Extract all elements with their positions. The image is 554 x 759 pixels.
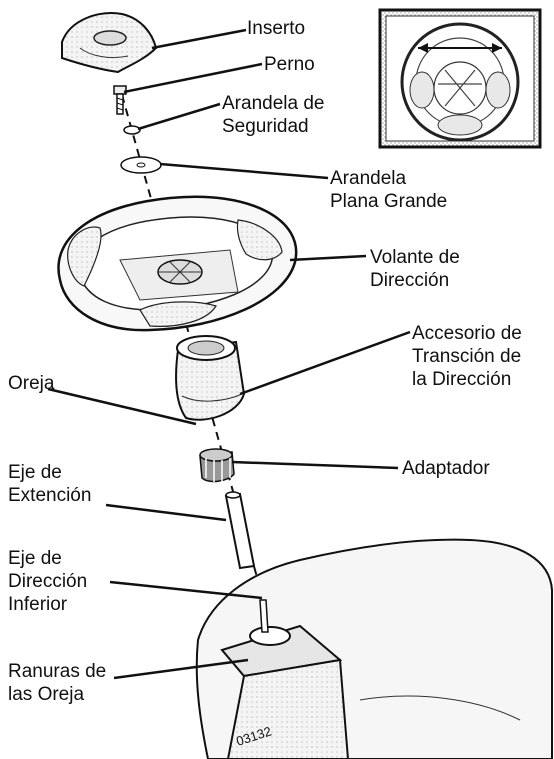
leader-arandela-plana [159, 162, 329, 180]
label-perno: Perno [264, 54, 315, 75]
label-ranuras: Ranuras de las Oreja [8, 661, 107, 705]
label-eje-direccion: Eje de Dirección Inferior [8, 548, 88, 615]
label-arandela-plana: Arandela Plana Grande [330, 168, 448, 212]
adapter-part [199, 448, 235, 483]
leader-eje-extension [105, 503, 227, 522]
lock-washer-part [123, 125, 141, 135]
label-oreja: Oreja [8, 373, 55, 394]
leader-arandela-seguridad [137, 102, 221, 131]
vehicle-body [195, 538, 553, 759]
steering-transition-fitting-part [175, 335, 246, 421]
leader-ranuras [113, 658, 249, 680]
steering-wheel-part [57, 195, 298, 332]
label-eje-extension: Eje de Extención [8, 462, 92, 506]
leader-accesorio [239, 330, 411, 396]
label-volante: Volante de Dirección [370, 247, 460, 291]
leader-volante [289, 254, 367, 262]
label-accesorio: Accesorio de Transción de la Dirección [412, 323, 522, 390]
leader-eje-direccion [109, 580, 263, 600]
label-adaptador: Adaptador [402, 458, 490, 479]
extension-shaft-part [224, 491, 256, 570]
label-arandela-seguridad: Arandela de Seguridad [222, 93, 325, 137]
inset-detail-box [378, 8, 542, 149]
label-inserto: Inserto [247, 18, 306, 39]
leader-lines [47, 28, 411, 680]
flat-washer-part [120, 156, 162, 174]
insert-part [61, 12, 158, 74]
leader-inserto [151, 28, 247, 50]
leader-adaptador [231, 460, 399, 470]
leader-perno [123, 62, 263, 94]
bolt-part [113, 85, 127, 115]
leader-oreja [47, 387, 197, 426]
